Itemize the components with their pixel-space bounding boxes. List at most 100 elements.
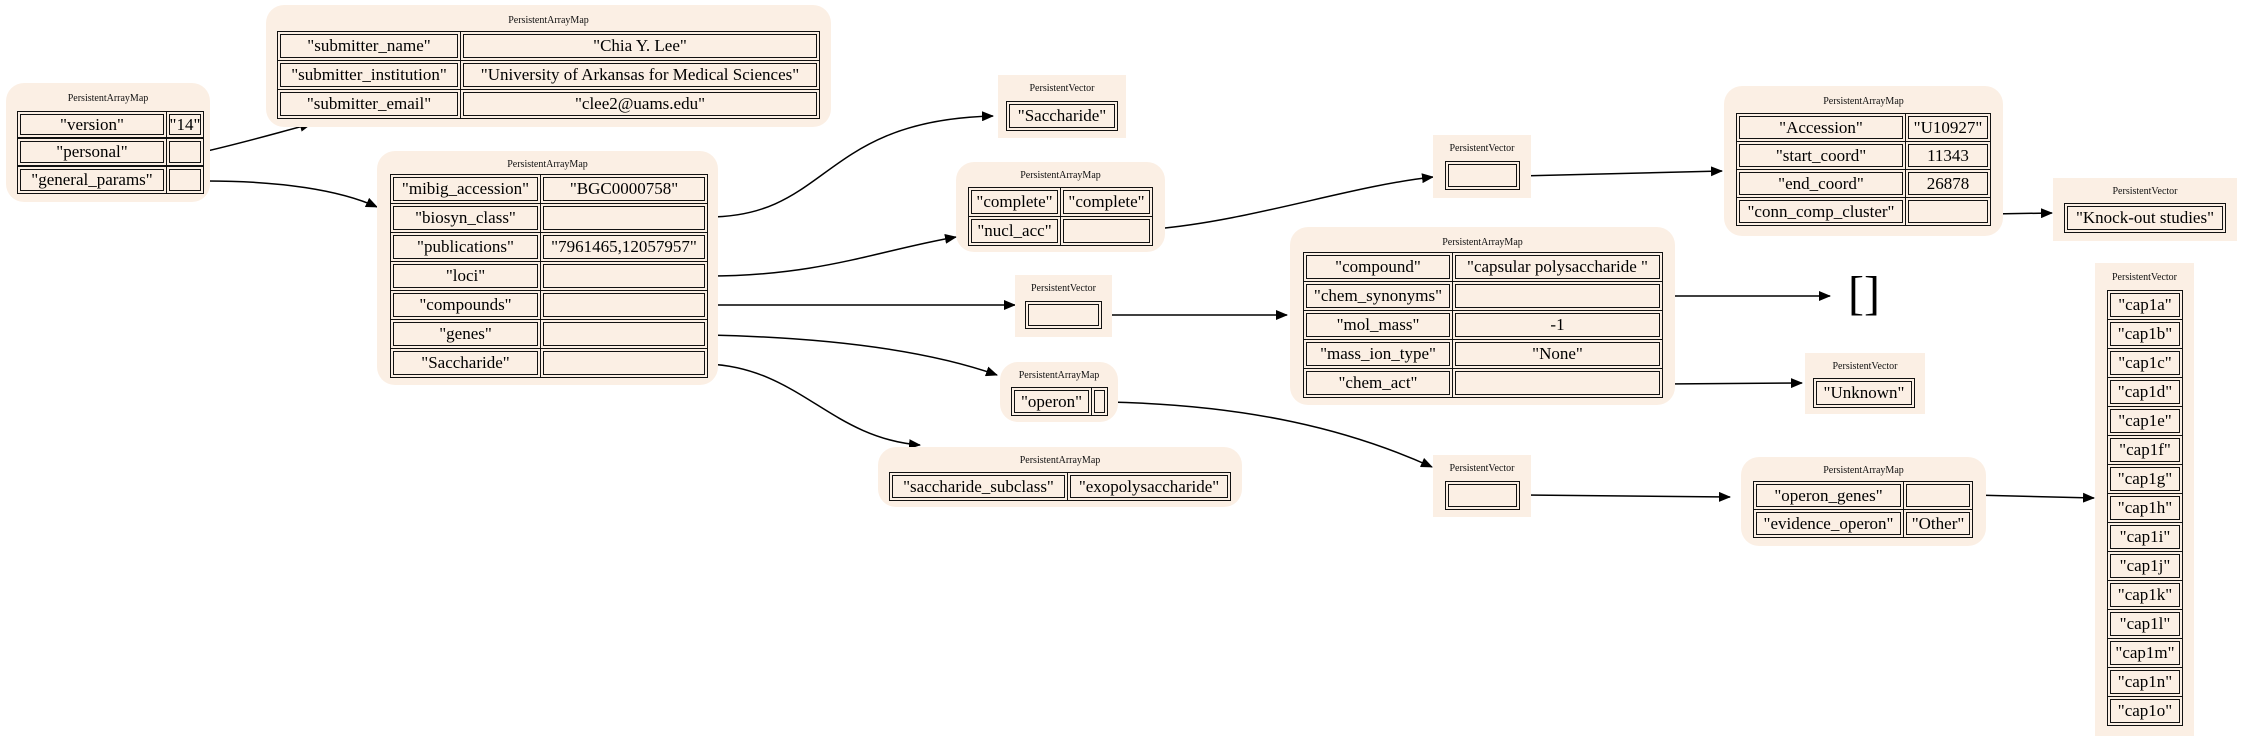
edge-loci [707,233,957,277]
key-mibig-accession: "mibig_accession" [390,174,541,204]
node-type-label: PersistentArrayMap [1442,237,1523,248]
compounds-vector: PersistentVector [1015,275,1112,337]
key-end-coord: "end_coord" [1736,169,1906,198]
value-genes [540,319,708,349]
edge-genes [707,334,998,377]
item-knock-out-studies: "Knock-out studies" [2064,203,2226,233]
key-submitter-institution: "submitter_institution" [277,60,461,90]
node-type-label: PersistentVector [1449,463,1515,474]
value-chem-synonyms [1452,281,1663,311]
item-saccharide: "Saccharide" [1006,101,1118,131]
value-accession: "U10927" [1905,113,1991,142]
key-personal: "personal" [17,138,167,166]
compound-map: PersistentArrayMap "compound" "capsular … [1290,227,1675,405]
value-saccharide-subclass: "exopolysaccharide" [1067,472,1231,501]
value-submitter-institution: "University of Arkansas for Medical Scie… [460,60,820,90]
key-saccharide-subclass: "saccharide_subclass" [889,472,1068,501]
saccharide-map: PersistentArrayMap "saccharide_subclass"… [878,447,1242,507]
nucl-acc-map: PersistentArrayMap "Accession" "U10927" … [1724,86,2003,236]
chem-act-vector: PersistentVector "Unknown" [1805,353,1925,414]
node-type-label: PersistentArrayMap [1018,370,1100,381]
gene-item: "cap1j" [2107,551,2183,581]
node-type-label: PersistentVector [1832,361,1898,372]
key-operon: "operon" [1011,387,1092,416]
value-operon [1091,387,1108,416]
gene-item: "cap1g" [2107,464,2183,494]
key-submitter-email: "submitter_email" [277,89,461,119]
key-accession: "Accession" [1736,113,1906,142]
conn-comp-vector: PersistentVector "Knock-out studies" [2053,178,2237,241]
edge-general-params [206,180,378,208]
value-complete: "complete" [1060,187,1153,217]
edge-chem-act [1662,378,1803,389]
value-personal [166,138,204,166]
value-biosyn-class [540,203,708,233]
key-conn-comp-cluster: "conn_comp_cluster" [1736,197,1906,226]
nucl-acc-vector: PersistentVector [1433,135,1531,198]
key-genes: "genes" [390,319,541,349]
value-submitter-email: "clee2@uams.edu" [460,89,820,119]
empty-vector: [] [1848,267,1880,320]
edge-biosyn-class [707,111,994,218]
gene-item: "cap1b" [2107,319,2183,349]
node-type-label: PersistentArrayMap [1020,170,1101,181]
value-mol-mass: -1 [1452,310,1663,340]
gene-item: "cap1k" [2107,580,2183,610]
gene-item: "cap1m" [2107,638,2183,668]
personal-map: PersistentArrayMap "submitter_name" "Chi… [266,5,831,127]
key-nucl-acc: "nucl_acc" [968,216,1061,246]
value-operon-genes [1903,481,1973,510]
edge-operon-genes [1972,492,2095,503]
gene-item: "cap1e" [2107,406,2183,436]
value-mass-ion-type: "None" [1452,339,1663,369]
edge-operon [1107,401,1433,468]
value-saccharide [540,348,708,378]
key-compounds: "compounds" [390,290,541,320]
item-empty [1025,301,1102,329]
node-type-label: PersistentArrayMap [1823,465,1904,476]
key-publications: "publications" [390,232,541,262]
node-type-label: PersistentVector [1031,283,1096,294]
key-mol-mass: "mol_mass" [1303,310,1453,340]
node-type-label: PersistentArrayMap [1823,96,1904,107]
value-nucl-acc [1060,216,1153,246]
value-conn-comp-cluster [1905,197,1991,226]
key-complete: "complete" [968,187,1061,217]
node-type-label: PersistentVector [1449,143,1515,154]
item-unknown: "Unknown" [1813,378,1915,408]
edge-personal [206,121,312,152]
edge-operon-vec [1519,491,1731,502]
edge-nucl-acc-vec [1519,166,1723,177]
gene-item: "cap1h" [2107,493,2183,523]
value-version: "14" [166,111,204,138]
genes-map: PersistentArrayMap "operon" [1000,362,1118,422]
node-type-label: PersistentArrayMap [507,159,588,170]
value-mibig-accession: "BGC0000758" [540,174,708,204]
biosyn-class-vector: PersistentVector "Saccharide" [998,75,1126,138]
key-start-coord: "start_coord" [1736,141,1906,170]
node-type-label: PersistentArrayMap [67,93,149,104]
item-empty [1445,161,1520,190]
gene-item: "cap1c" [2107,348,2183,378]
edge-saccharide [707,363,921,450]
edge-nucl-acc [1153,173,1434,230]
gene-item: "cap1n" [2107,667,2183,697]
gene-item: "cap1d" [2107,377,2183,407]
gene-item: "cap1i" [2107,522,2183,552]
key-general-params: "general_params" [17,166,167,194]
gene-item: "cap1a" [2107,290,2183,320]
key-version: "version" [17,111,167,138]
node-type-label: PersistentArrayMap [1019,455,1101,466]
value-chem-act [1452,368,1663,398]
gene-item: "cap1o" [2107,696,2183,726]
loci-map: PersistentArrayMap "complete" "complete"… [956,162,1165,252]
value-compound: "capsular polysaccharide " [1452,252,1663,282]
item-empty [1445,481,1520,510]
key-evidence-operon: "evidence_operon" [1753,509,1904,538]
key-mass-ion-type: "mass_ion_type" [1303,339,1453,369]
key-chem-synonyms: "chem_synonyms" [1303,281,1453,311]
value-loci [540,261,708,291]
value-publications: "7961465,12057957" [540,232,708,262]
operon-map: PersistentArrayMap "operon_genes" "evide… [1741,457,1986,546]
